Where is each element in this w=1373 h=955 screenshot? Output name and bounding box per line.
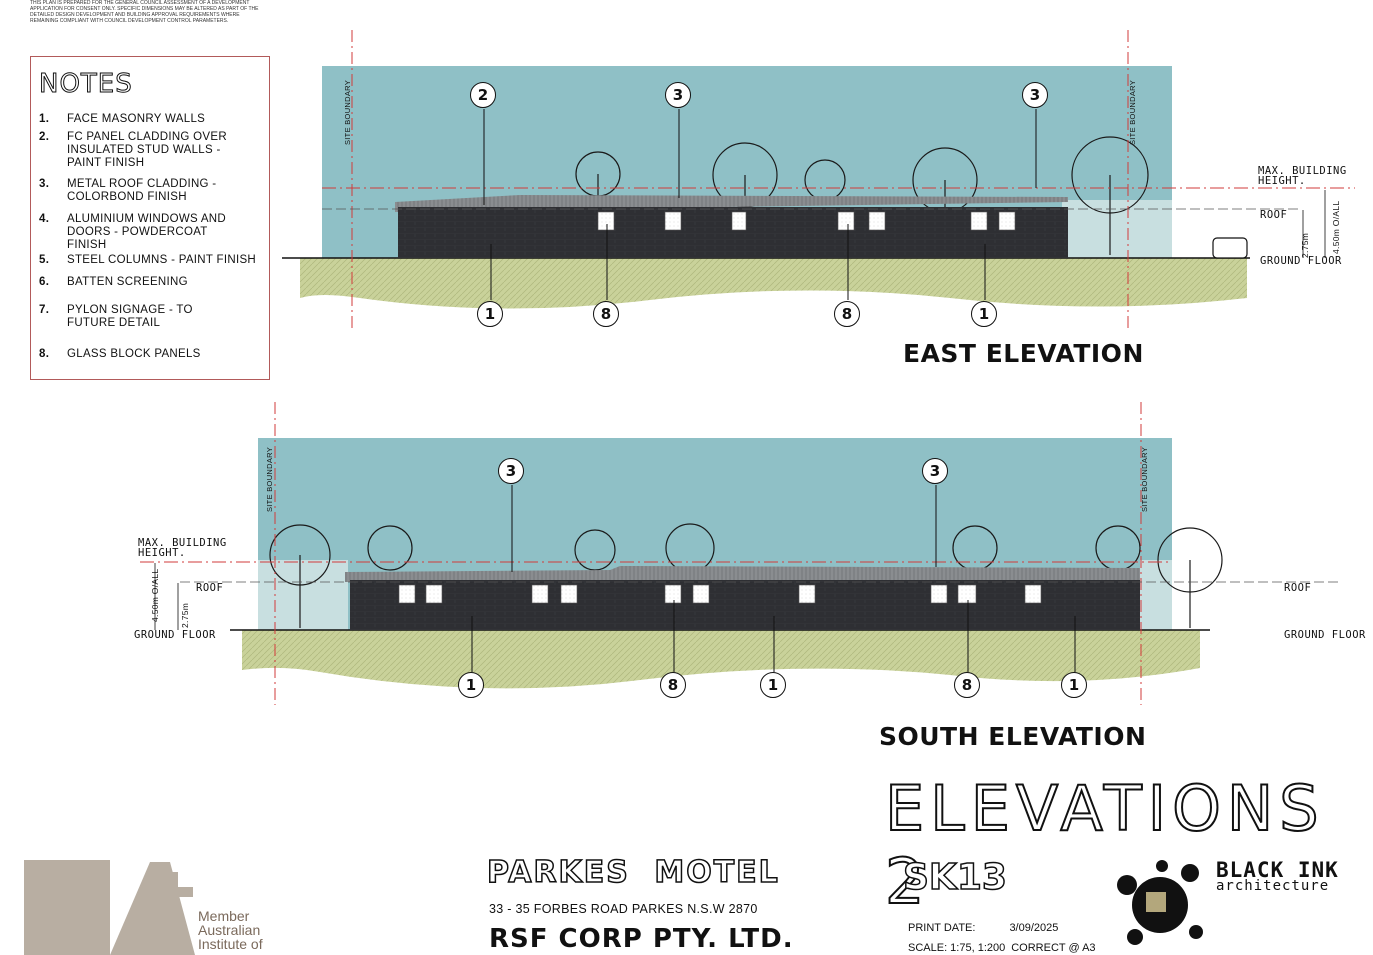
south-roof-label-left: ROOF bbox=[196, 582, 224, 594]
note-item: 1.FACE MASONRY WALLS bbox=[39, 113, 206, 125]
east-tag: 1 bbox=[971, 301, 997, 327]
project-address: 33 - 35 FORBES ROAD PARKES N.S.W 2870 bbox=[489, 902, 758, 916]
east-site-boundary-label: SITE BOUNDARY bbox=[343, 79, 352, 145]
firm-subtitle: architecture bbox=[1216, 878, 1330, 894]
east-windows bbox=[597, 211, 1016, 231]
east-dim1: 2.75m bbox=[1300, 232, 1310, 258]
south-site-boundary-label: SITE BOUNDARY bbox=[265, 446, 274, 512]
east-ground bbox=[300, 258, 1247, 309]
south-tag: 8 bbox=[954, 672, 980, 698]
scale-label: SCALE: 1:75, 1:200 bbox=[908, 942, 1006, 954]
south-leaders bbox=[471, 485, 1076, 672]
east-tag: 3 bbox=[665, 82, 691, 108]
south-tag: 1 bbox=[1061, 672, 1087, 698]
east-tag: 8 bbox=[834, 301, 860, 327]
south-tag: 1 bbox=[458, 672, 484, 698]
east-elevation bbox=[282, 30, 1355, 330]
south-site-boundary-label: SITE BOUNDARY bbox=[1140, 446, 1149, 512]
sheet-number: SK13 bbox=[902, 856, 1007, 899]
south-tag: 1 bbox=[760, 672, 786, 698]
sheet-title: ELEVATIONS 2 bbox=[884, 771, 1325, 919]
south-roof-label-right: ROOF bbox=[1284, 582, 1312, 594]
south-sky-light-right bbox=[1140, 560, 1172, 630]
note-item: 4.ALUMINIUM WINDOWS AND DOORS - POWDERCO… bbox=[39, 213, 226, 251]
note-item: 5.STEEL COLUMNS - PAINT FINISH bbox=[39, 254, 257, 266]
notes-title: NOTES bbox=[39, 69, 133, 100]
south-tag: 3 bbox=[922, 458, 948, 484]
east-sky-light bbox=[1062, 200, 1172, 258]
print-date-row: PRINT DATE: 3/09/2025 bbox=[908, 922, 1058, 934]
car-icon bbox=[1212, 237, 1248, 259]
print-date-value: 3/09/2025 bbox=[1009, 922, 1059, 934]
south-elevation-title: SOUTH ELEVATION bbox=[879, 722, 1147, 751]
notes-panel: NOTES 1.FACE MASONRY WALLS 2.FC PANEL CL… bbox=[30, 56, 270, 380]
note-item: 6.BATTEN SCREENING bbox=[39, 276, 188, 288]
project-name: PARKES MOTEL bbox=[486, 854, 780, 891]
east-dim2: 4.50m O/ALL bbox=[1331, 200, 1341, 254]
disclaimer-text: This plan is prepared for the general co… bbox=[30, 0, 259, 24]
east-ground-label: GROUND FLOOR bbox=[1260, 255, 1342, 267]
south-max-height-label: MAX. BUILDING HEIGHT. bbox=[138, 537, 227, 559]
note-item: 7.PYLON SIGNAGE - TO FUTURE DETAIL bbox=[39, 304, 193, 329]
firm-name: BLACK INK bbox=[1216, 858, 1339, 882]
east-roof-label: ROOF bbox=[1260, 209, 1288, 221]
east-tag: 2 bbox=[470, 82, 496, 108]
note-item: 3.METAL ROOF CLADDING - COLORBOND FINISH bbox=[39, 178, 217, 203]
east-tag: 3 bbox=[1022, 82, 1048, 108]
south-elevation bbox=[140, 402, 1340, 705]
south-windows bbox=[398, 584, 1042, 604]
east-site-boundary-label: SITE BOUNDARY bbox=[1128, 79, 1137, 145]
east-elevation-title: EAST ELEVATION bbox=[903, 339, 1144, 368]
client-name: RSF CORP PTY. LTD. bbox=[489, 924, 794, 954]
print-date-label: PRINT DATE: bbox=[908, 922, 976, 934]
south-ground-label-right: GROUND FLOOR bbox=[1284, 629, 1366, 641]
black-ink-logo bbox=[1117, 860, 1203, 945]
south-dim1: 2.75m bbox=[180, 602, 190, 628]
aia-logo bbox=[24, 860, 195, 955]
note-item: 8.GLASS BLOCK PANELS bbox=[39, 348, 201, 360]
south-ground-label-left: GROUND FLOOR bbox=[134, 629, 216, 641]
east-tag: 1 bbox=[477, 301, 503, 327]
south-sky-light-left bbox=[258, 560, 348, 630]
south-roof bbox=[345, 566, 1140, 582]
note-item: 2.FC PANEL CLADDING OVER INSULATED STUD … bbox=[39, 131, 227, 169]
scale-note: CORRECT @ A3 bbox=[1011, 942, 1096, 954]
aia-member-text: Member Australian Institute of bbox=[198, 908, 263, 952]
east-tag: 8 bbox=[593, 301, 619, 327]
south-tag: 8 bbox=[660, 672, 686, 698]
south-walls bbox=[350, 580, 1140, 630]
scale-row: SCALE: 1:75, 1:200 CORRECT @ A3 bbox=[908, 942, 1096, 954]
south-dim2: 4.50m O/ALL bbox=[150, 568, 160, 622]
east-leaders bbox=[483, 109, 1037, 300]
east-max-height-label: MAX. BUILDING HEIGHT. bbox=[1258, 165, 1347, 187]
south-ground bbox=[242, 630, 1200, 689]
south-tag: 3 bbox=[498, 458, 524, 484]
